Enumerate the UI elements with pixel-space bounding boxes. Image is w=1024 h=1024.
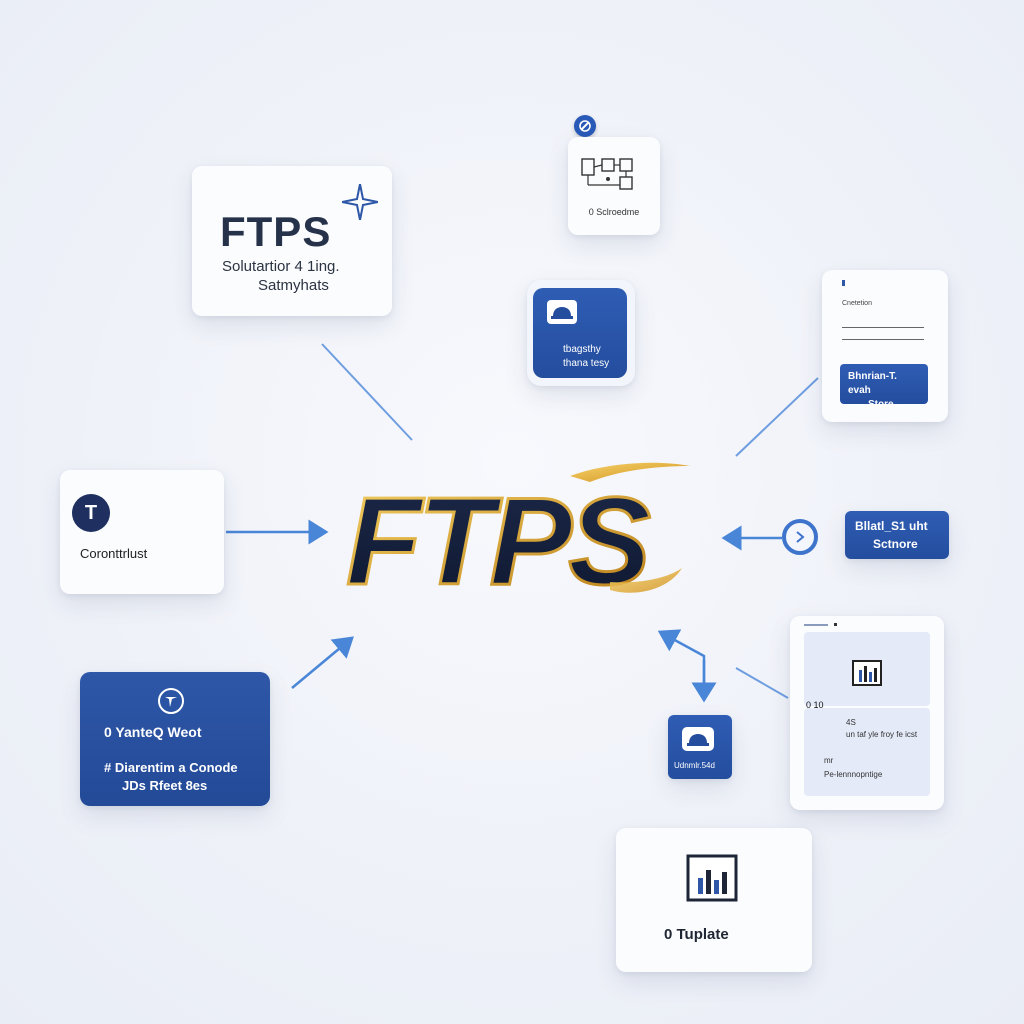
details-text1: 4S [846, 718, 856, 727]
form-line-2 [842, 334, 924, 340]
center-ftps-logo: FTPS [338, 458, 708, 613]
card-top-dot [834, 623, 837, 626]
app-tile-face: tbagsthy thana tesy [533, 288, 627, 378]
control-trust-card[interactable]: T Coronttrlust [60, 470, 224, 594]
link-badge-icon [574, 115, 596, 137]
card-line3: JDs Rfeet 8es [122, 778, 208, 793]
card-subtitle-line1: Solutartior 4 1ing. [222, 258, 340, 275]
app-tile-line2: thana tesy [563, 358, 610, 369]
store-button[interactable]: Bhnrian-T. evah Store... [840, 364, 928, 410]
store-button-line2: Store... [868, 399, 902, 410]
cloud-icon [545, 298, 579, 331]
cloud-app-tile[interactable]: tbagsthy thana tesy [527, 280, 635, 386]
card-top-bar [804, 624, 828, 626]
flow-diagram-label: 0 Sclroedme [588, 207, 640, 217]
card-corner-mark [842, 280, 845, 286]
row-label: 0 10 [806, 700, 824, 710]
pill-line1: Bllatl_S1 uht [855, 519, 928, 533]
bar-chart-icon [852, 660, 882, 691]
small-cloud-tile[interactable]: Udnmlr.54d [668, 715, 732, 779]
form-line-1 [842, 322, 924, 328]
center-logo-text: FTPS [346, 473, 650, 608]
connector-right-bottom [735, 667, 789, 699]
connection-store-card[interactable]: Cnetetion Bhnrian-T. evah Store... [822, 270, 948, 422]
small-tile-label: Udnmlr.54d [674, 761, 715, 770]
chart-panel [804, 632, 930, 706]
connector-left-bottom [291, 636, 354, 689]
flow-diagram-icon [580, 155, 648, 200]
pill-line2: Sctnore [873, 537, 918, 551]
ftps-solution-card[interactable]: FTPS Solutartior 4 1ing. Satmyhats [192, 166, 392, 316]
details-text2: un taf yle froy fe icst [846, 730, 918, 739]
flow-diagram-card[interactable]: 0 Sclroedme [568, 137, 660, 235]
diarentim-conode-card[interactable]: 0 YanteQ Weot # Diarentim a Conode JDs R… [80, 672, 270, 806]
bullet-item-1: mr [824, 756, 834, 765]
store-button-line1: Bhnrian-T. evah [848, 371, 897, 396]
details-panel: 4S un taf yle froy fe icst mr Pe-lennnop… [804, 708, 930, 796]
card-line2: # Diarentim a Conode [104, 760, 238, 775]
connector-bottom-branch [657, 629, 706, 700]
app-tile-line1: tbagsthy [563, 344, 601, 355]
card-subtitle-line2: Satmyhats [258, 277, 329, 294]
connector-top-left [321, 343, 413, 441]
store-pill-button[interactable]: Bllatl_S1 uht Sctnore [845, 511, 949, 559]
bar-chart-icon [686, 854, 738, 907]
template-label: 0 Tuplate [664, 926, 729, 943]
clock-ring-icon [782, 519, 818, 555]
card-heading: 0 YanteQ Weot [104, 724, 202, 740]
bullet-item-2: Pe-lennnopntige [824, 770, 883, 779]
badge-letter-icon: T [72, 494, 110, 532]
sparkle-icon [341, 183, 379, 225]
template-card[interactable]: 0 Tuplate [616, 828, 812, 972]
analytics-card[interactable]: 0 10 4S un taf yle froy fe icst mr Pe-le… [790, 616, 944, 810]
cloud-icon [680, 725, 716, 758]
connection-small-label: Cnetetion [842, 300, 872, 307]
connector-right-top [735, 377, 819, 457]
logo-circle-icon [158, 688, 184, 714]
card-title: FTPS [220, 208, 332, 255]
control-trust-label: Coronttrlust [80, 546, 148, 561]
